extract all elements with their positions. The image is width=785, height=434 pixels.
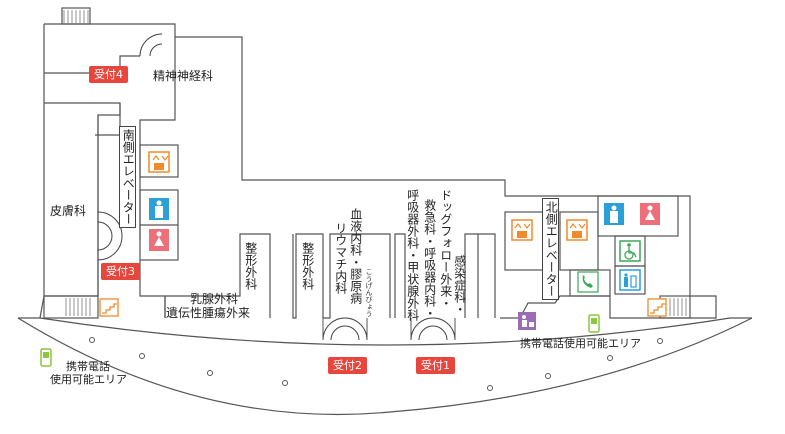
female-toilet-icon <box>640 203 660 225</box>
stairs-icon <box>99 298 119 317</box>
emergency-label: 救急科・呼吸器内科・ <box>422 199 437 319</box>
mobile-phone-icon <box>588 314 600 333</box>
door-arc <box>322 317 368 341</box>
reception-4-badge: 受付4 <box>89 66 128 83</box>
pillar <box>139 353 145 359</box>
orthopedics-label: 整形外科 <box>300 242 315 290</box>
elevator-icon <box>511 219 533 241</box>
pillar <box>657 338 663 344</box>
pillar <box>607 355 613 361</box>
door-arc <box>97 211 123 261</box>
hematology-label: 血液内科・膠原病 <box>348 208 363 304</box>
door-arc <box>410 317 456 341</box>
phone-area-label-left-2: 使用可能エリア <box>50 373 127 386</box>
pillar <box>207 370 213 376</box>
orthopedics-label: 整形外科 <box>243 242 258 290</box>
mobile-phone-icon <box>40 348 52 367</box>
dermatology-label: 皮膚科 <box>50 204 87 218</box>
dog-forest-label: ドッグフォロー外来・ <box>438 189 453 309</box>
entrance-curve <box>39 317 731 346</box>
rheumatology-label: リウマチ内科 <box>333 222 348 294</box>
male-toilet-icon <box>149 198 169 220</box>
phone-area-label-right: 携帯電話使用可能エリア <box>520 337 641 350</box>
stairs-icon <box>647 298 667 317</box>
nursing-room-icon <box>518 312 536 330</box>
door-arc <box>139 33 163 57</box>
elevator-icon <box>148 151 170 173</box>
female-toilet-icon <box>149 229 169 251</box>
psychiatry-label: 精神神経科 <box>153 69 214 83</box>
pillar <box>282 380 288 386</box>
north-elevator-label: 北側エレベーター <box>542 198 560 300</box>
phone-area-label-left-1: 携帯電話 <box>66 360 110 373</box>
male-toilet-icon <box>604 203 624 225</box>
hereditary-tumor-label: 遺伝性腫瘍外来 <box>166 306 251 320</box>
breast-surgery-label: 乳腺外科 <box>190 292 239 306</box>
building-outline <box>44 23 717 319</box>
collagen-ruby: こうげんびょう <box>365 268 373 317</box>
multipurpose-toilet-icon <box>619 269 641 291</box>
phone-icon <box>577 271 599 293</box>
respiratory-surgery-label: 呼吸器外科・甲状腺外科 <box>405 189 420 321</box>
reception-3-badge: 受付3 <box>101 263 140 280</box>
south-elevator-label: 南側エレベーター <box>119 126 137 228</box>
pillar <box>487 385 493 391</box>
reception-1-badge: 受付1 <box>416 357 455 374</box>
wheelchair-icon <box>619 240 641 262</box>
elevator-icon <box>566 219 588 241</box>
pillar <box>545 373 551 379</box>
reception-2-badge: 受付2 <box>328 357 367 374</box>
infectious-label: 感染症科・ <box>452 255 467 315</box>
pillar <box>89 337 95 343</box>
